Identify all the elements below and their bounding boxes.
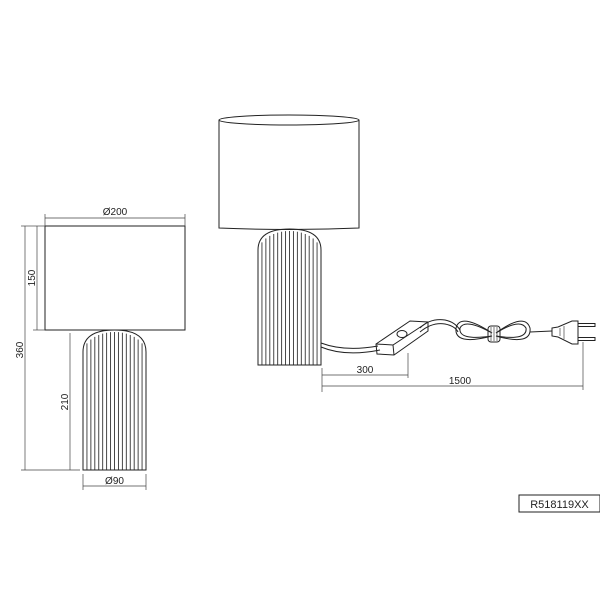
- power-cord: [320, 319, 461, 354]
- side-shade: [218, 114, 360, 230]
- dimension-cable-length: 1500: [322, 342, 584, 390]
- switch-distance-label: 300: [357, 365, 374, 376]
- inline-switch: [375, 320, 429, 356]
- product-code-box: R518119XX: [518, 494, 600, 513]
- dimension-shade-diameter: Ø200: [44, 207, 186, 226]
- shade-diameter-label: Ø200: [103, 207, 128, 218]
- side-base: [257, 228, 322, 366]
- cable-length-label: 1500: [449, 376, 472, 387]
- switch-button-icon: [396, 330, 408, 338]
- dimension-base-diameter: Ø90: [82, 474, 147, 490]
- coiled-cable: [455, 320, 553, 343]
- front-shade: [44, 225, 186, 331]
- dimension-switch-distance: 300: [321, 353, 409, 392]
- front-base: [82, 329, 147, 471]
- euro-plug-icon: [551, 320, 596, 345]
- total-height-label: 360: [15, 341, 26, 358]
- base-height-label: 210: [60, 393, 71, 410]
- base-diameter-label: Ø90: [105, 476, 124, 487]
- side-view: 300 1500: [218, 114, 596, 392]
- product-code: R518119XX: [530, 499, 589, 511]
- shade-height-label: 150: [27, 269, 38, 286]
- front-view: Ø200 150 360 210 Ø90: [15, 207, 186, 490]
- dimension-shade-height: 150: [27, 225, 45, 331]
- dimension-base-height: 210: [60, 333, 71, 470]
